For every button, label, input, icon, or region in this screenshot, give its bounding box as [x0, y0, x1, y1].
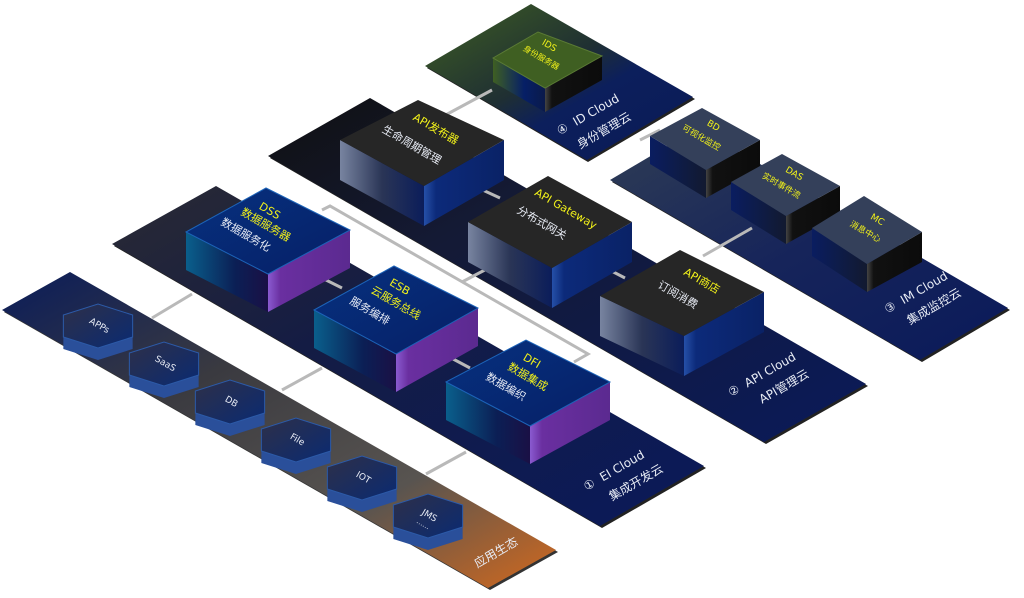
- hex-side: [129, 353, 199, 398]
- module-ids[interactable]: IDS 身份服务器: [492, 31, 604, 112]
- module-api-store[interactable]: API商店 订阅消费: [600, 250, 764, 376]
- hex-top: [128, 341, 200, 387]
- hex-top: [392, 493, 464, 539]
- hex-nodes: APPsSaaSDBFileIOTJMS……: [62, 303, 464, 550]
- module-bd[interactable]: BD 可视化监控: [650, 108, 760, 198]
- app-node-file[interactable]: File: [260, 417, 332, 474]
- module-dfi[interactable]: DFI 数据集成 数据编织: [444, 339, 612, 464]
- hex-side: [261, 429, 331, 474]
- app-node-iot[interactable]: IOT: [326, 455, 398, 512]
- app-node-db[interactable]: DB: [194, 379, 266, 436]
- module-api-publisher[interactable]: API发布器 生命周期管理: [340, 100, 504, 226]
- hex-side: [63, 315, 133, 360]
- module-mc[interactable]: MC 消息中心: [812, 196, 922, 292]
- connector-apps-dss: [151, 292, 193, 320]
- hex-side: [393, 505, 463, 550]
- module-dss[interactable]: DSS 数据服务器 数据服务化: [184, 187, 352, 312]
- hex-side: [327, 467, 397, 512]
- connector-api-publisher-ids: [439, 88, 493, 120]
- module-api-gateway[interactable]: API Gateway 分布式网关: [468, 176, 632, 308]
- hex-top: [326, 455, 398, 501]
- connector-store-das: [702, 226, 753, 258]
- hex-top: [62, 303, 134, 349]
- app-node-apps[interactable]: APPs: [62, 303, 134, 360]
- connector-jms-dfi: [425, 450, 467, 476]
- hex-top: [194, 379, 266, 425]
- connector-id-im: [639, 128, 661, 142]
- connector-db-esb: [281, 366, 323, 392]
- module-das[interactable]: DAS 实时事件流: [731, 154, 840, 244]
- app-node-saas[interactable]: SaaS: [128, 341, 200, 398]
- app-node-jms[interactable]: JMS……: [392, 493, 464, 550]
- hex-top: [260, 417, 332, 463]
- hex-side: [195, 391, 265, 436]
- connector-dss-dfi-bracket: [321, 204, 592, 364]
- module-esb[interactable]: ESB 云服务总线 服务编排: [312, 265, 480, 392]
